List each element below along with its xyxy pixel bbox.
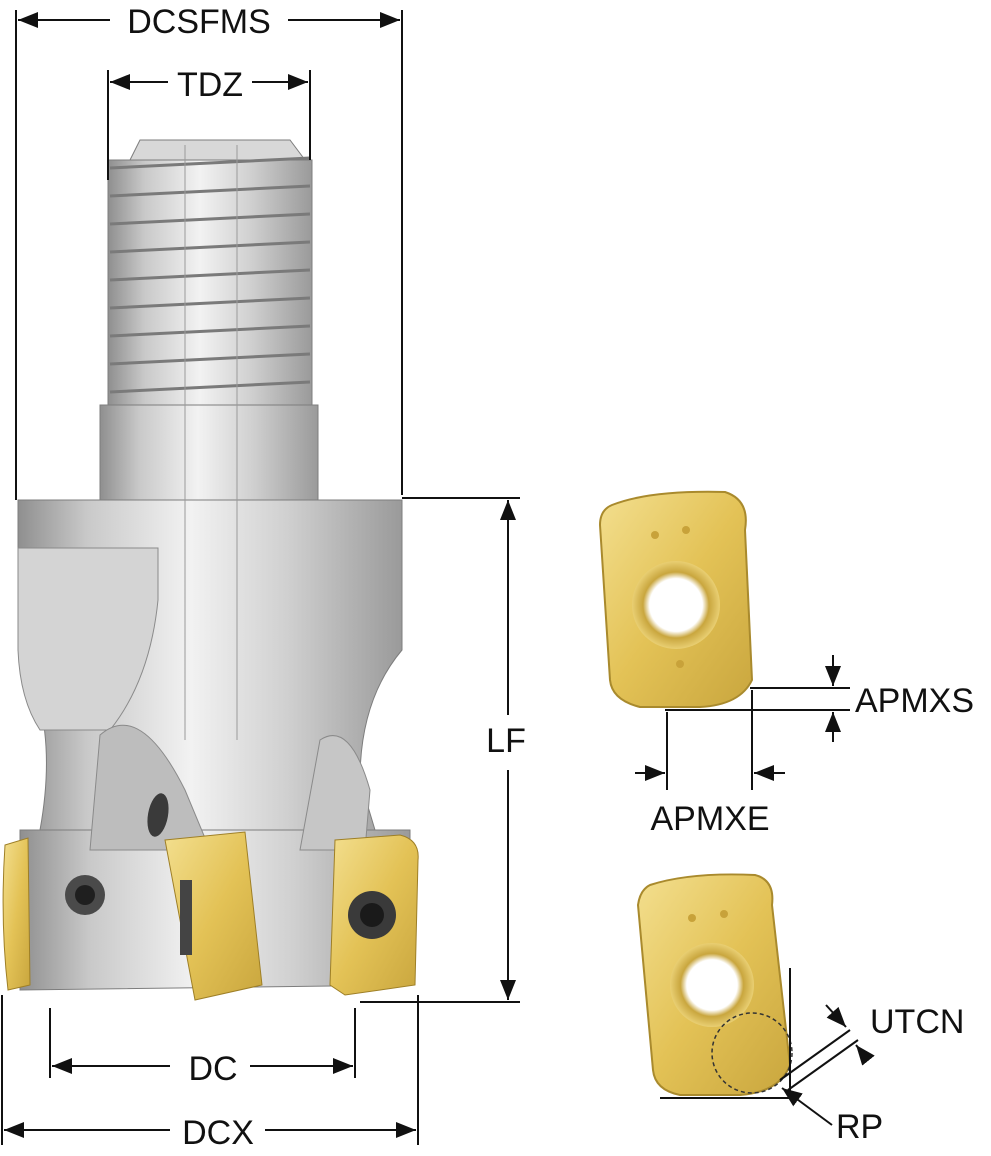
- threaded-shank: [99, 139, 319, 501]
- cutter-insert-left: [2, 837, 31, 991]
- thread-ridge: [109, 296, 311, 310]
- label-apmxs: APMXS: [855, 682, 974, 720]
- label-utcn: UTCN: [870, 1003, 964, 1041]
- screw-left: [65, 875, 105, 915]
- cutter-tool: [2, 139, 419, 1001]
- label-dc: DC: [188, 1050, 237, 1088]
- insert-top: [598, 490, 754, 708]
- thread-ridge: [109, 352, 311, 366]
- label-dcx: DCX: [182, 1114, 254, 1152]
- thread-ridge: [109, 212, 311, 226]
- dimension-lines: [1, 10, 875, 1145]
- cutter-insert-right: [329, 834, 419, 996]
- cutter-insert-center: [164, 831, 263, 1001]
- insert-bottom: [636, 873, 793, 1096]
- thread-ridge: [109, 240, 311, 254]
- cutter-body: [17, 145, 411, 991]
- label-lf: LF: [486, 722, 526, 760]
- thread-ridge: [109, 324, 311, 338]
- thread-ridge: [109, 184, 311, 198]
- label-dcsfms: DCSFMS: [127, 3, 271, 41]
- label-apmxe: APMXE: [650, 800, 769, 838]
- thread-ridge: [109, 380, 311, 394]
- label-rp: RP: [836, 1108, 883, 1146]
- thread-ridge: [109, 268, 311, 282]
- label-tdz: TDZ: [177, 66, 243, 104]
- thread-ridge: [109, 156, 311, 170]
